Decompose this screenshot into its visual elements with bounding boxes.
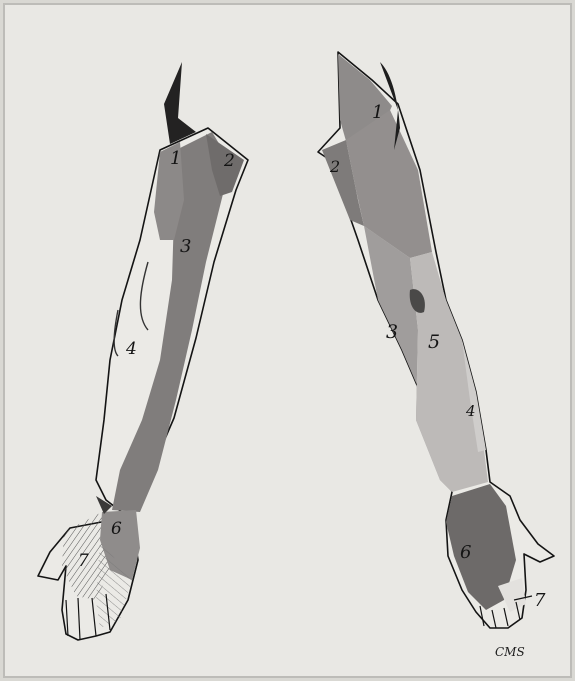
right-label-4: 4 <box>465 402 476 420</box>
right-label-2: 2 <box>329 157 340 176</box>
left-label-3: 3 <box>180 236 191 257</box>
right-label-1: 1 <box>372 102 383 123</box>
left-label-4: 4 <box>125 339 137 359</box>
right-label-6: 6 <box>460 542 471 563</box>
left-label-2: 2 <box>223 151 235 171</box>
right-label-7: 7 <box>534 590 546 611</box>
left-label-6: 6 <box>111 519 122 539</box>
right-label-3: 3 <box>386 321 398 343</box>
right-label-5: 5 <box>428 331 440 353</box>
artist-signature: CMS <box>495 645 525 659</box>
left-label-1: 1 <box>170 148 181 169</box>
left-label-7: 7 <box>78 551 89 571</box>
